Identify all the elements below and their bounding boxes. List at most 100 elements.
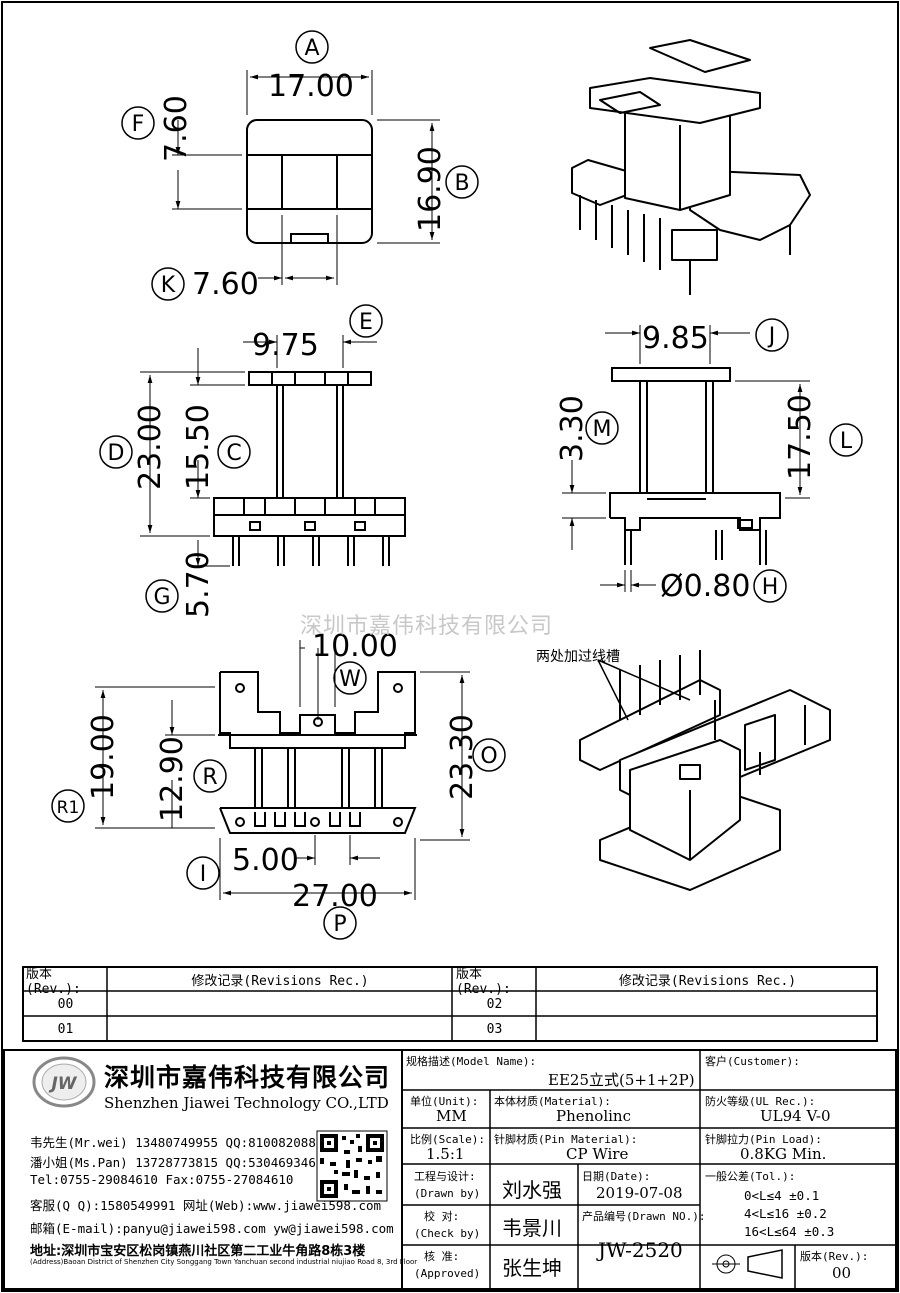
company-address-en: (Address)Baoan District of Shenzhen City… xyxy=(30,1258,418,1266)
contact-wei: 韦先生(Mr.wei) 13480749955 QQ:810082088 xyxy=(30,1135,316,1150)
company-name-cn: 深圳市嘉伟科技有限公司 xyxy=(104,1063,391,1092)
scale-value: 1.5:1 xyxy=(426,1145,465,1163)
dim-w-value: 10.00 xyxy=(312,629,398,664)
check-label: 校 对: xyxy=(424,1210,460,1223)
dim-g-value: 5.70 xyxy=(181,551,216,618)
dim-m-value: 3.30 xyxy=(555,395,590,462)
check-label-en: (Check by) xyxy=(414,1227,481,1240)
pin-material-value: CP Wire xyxy=(566,1145,629,1163)
front-view xyxy=(140,335,406,567)
dim-f-value: 7.60 xyxy=(159,95,194,162)
bottom-view xyxy=(95,640,470,900)
label-d: D xyxy=(108,441,125,466)
dim-b-value: 16.90 xyxy=(413,146,448,232)
customer-label: 客户(Customer): xyxy=(705,1055,800,1068)
logo-text: JW xyxy=(48,1074,77,1094)
drawn-label-en: (Drawn by) xyxy=(414,1187,481,1200)
dim-d-value: 23.00 xyxy=(133,404,168,490)
label-r1: R1 xyxy=(57,798,80,818)
dim-k-value: 7.60 xyxy=(192,267,259,302)
check-value: 韦景川 xyxy=(502,1216,562,1240)
drawn-label: 工程与设计: xyxy=(414,1170,476,1183)
label-f: F xyxy=(132,112,145,137)
material-label: 本体材质(Material): xyxy=(494,1095,611,1108)
label-o: O xyxy=(480,744,497,769)
dim-a-value: 17.00 xyxy=(268,69,354,104)
dim-h-value: Ø0.80 xyxy=(660,569,750,604)
rev-label: 版本(Rev.): xyxy=(800,1250,869,1263)
drawn-value: 刘水强 xyxy=(502,1178,562,1202)
label-i: I xyxy=(200,862,207,887)
isometric-view-bottom xyxy=(579,650,831,891)
scale-label: 比例(Scale): xyxy=(410,1133,485,1146)
slot-note: 两处加过线槽 xyxy=(536,649,620,665)
rev-value: 00 xyxy=(832,1264,852,1282)
dim-l-value: 17.50 xyxy=(783,394,818,480)
circle-letters: A F B K E D C G J M L H W R1 R O I P xyxy=(57,36,853,937)
contact-email: 邮箱(E-mail):panyu@jiawei598.com yw@jiawei… xyxy=(30,1221,394,1236)
pin-load-label: 针脚拉力(Pin Load): xyxy=(705,1133,822,1146)
label-b: B xyxy=(454,171,469,196)
dim-j-value: 9.85 xyxy=(642,321,709,356)
dim-e-value: 9.75 xyxy=(252,328,319,363)
dim-r-value: 12.90 xyxy=(155,736,190,822)
rev-row-01: 01 xyxy=(57,1021,74,1037)
label-l: L xyxy=(840,429,853,454)
model-value: EE25立式(5+1+2P) xyxy=(548,1071,695,1089)
label-h: H xyxy=(762,575,779,600)
date-label: 日期(Date): xyxy=(582,1170,651,1183)
dim-i-value: 5.00 xyxy=(232,843,299,878)
label-w: W xyxy=(339,667,361,692)
label-m: M xyxy=(593,417,612,442)
rev-header-left: 版本(Rev.): xyxy=(26,966,81,997)
tolerance-row-2: 4<L≤16 ±0.2 xyxy=(744,1206,827,1221)
company-logo: JW xyxy=(32,1056,96,1108)
label-g: G xyxy=(153,585,170,610)
label-e: E xyxy=(359,310,373,335)
revision-table xyxy=(22,966,878,1042)
unit-value: MM xyxy=(436,1107,467,1125)
company-address: 地址:深圳市宝安区松岗镇燕川社区第二工业牛角路8栋3楼 xyxy=(30,1244,366,1259)
label-a: A xyxy=(304,36,319,61)
tolerance-label: 一般公差(Tol.): xyxy=(705,1170,796,1183)
qr-code xyxy=(316,1130,388,1202)
label-k: K xyxy=(161,273,176,298)
material-value: Phenolinc xyxy=(556,1107,631,1125)
circle-labels xyxy=(51,30,863,940)
ul-label: 防火等级(UL Rec.): xyxy=(705,1095,816,1108)
model-label: 规格描述(Model Name): xyxy=(406,1055,537,1068)
label-c: C xyxy=(226,441,241,466)
label-j: J xyxy=(767,324,776,349)
rev-row-00: 00 xyxy=(57,996,74,1012)
ul-value: UL94 V-0 xyxy=(760,1107,831,1125)
isometric-view-top xyxy=(571,39,811,295)
side-view xyxy=(562,325,810,592)
rec-header-right: 修改记录(Revisions Rec.) xyxy=(618,974,797,989)
pin-load-value: 0.8KG Min. xyxy=(740,1145,827,1163)
title-block-grid xyxy=(3,1049,897,1290)
top-view xyxy=(172,70,440,285)
rev-row-02: 02 xyxy=(486,996,503,1012)
watermark-text: 深圳市嘉伟科技有限公司 xyxy=(300,614,554,639)
pin-material-label: 针脚材质(Pin Material): xyxy=(494,1133,638,1146)
dim-r1-value: 19.00 xyxy=(86,714,121,800)
approve-label-en: (Approved) xyxy=(414,1267,481,1280)
drawn-no-label: 产品编号(Drawn NO.): xyxy=(582,1210,706,1223)
dim-p-value: 27.00 xyxy=(292,879,378,914)
rec-header-left: 修改记录(Revisions Rec.) xyxy=(191,974,369,989)
unit-label: 单位(Unit): xyxy=(410,1095,479,1108)
tolerance-row-1: 0<L≤4 ±0.1 xyxy=(744,1188,820,1203)
approve-label: 核 准: xyxy=(424,1250,460,1263)
contact-qq-web: 客服(Q Q):1580549991 网址(Web):www.jiawei598… xyxy=(30,1198,382,1213)
label-p: P xyxy=(333,912,346,937)
approve-value: 张生坤 xyxy=(502,1256,562,1280)
revision-table-grid xyxy=(22,966,878,1042)
contact-pan: 潘小姐(Ms.Pan) 13728773815 QQ:530469346 xyxy=(30,1155,316,1170)
tolerance-row-3: 16<L≤64 ±0.3 xyxy=(744,1224,835,1239)
rev-header-right: 版本(Rev.): xyxy=(456,966,511,997)
rev-row-03: 03 xyxy=(486,1021,503,1037)
dim-o-value: 23.30 xyxy=(445,714,480,800)
date-value: 2019-07-08 xyxy=(596,1184,683,1202)
dim-c-value: 15.50 xyxy=(181,404,216,490)
